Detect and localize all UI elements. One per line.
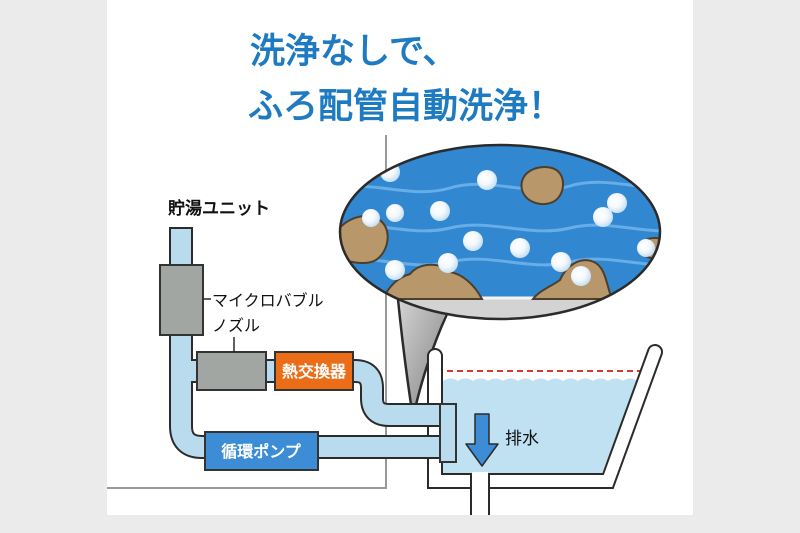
heat-exchanger-label: 熱交換器 [282, 362, 347, 381]
dirt-stain [381, 263, 484, 300]
down-arrow-icon [465, 413, 499, 467]
micro-bubble-icon [607, 193, 627, 213]
micro-bubble-icon [386, 204, 404, 222]
title-line-1: 洗浄なしで、 [250, 32, 458, 72]
micro-bubble-icon [551, 252, 571, 272]
pipes [169, 227, 446, 459]
nozzle-label-line-2: ノズル [212, 316, 260, 335]
circulation-pump-label: 循環ポンプ [221, 442, 302, 461]
micro-bubble-icon [571, 266, 591, 286]
circulation-pipe-upper [181, 361, 446, 425]
drain-label: 排水 [505, 429, 539, 449]
nozzle-label-line-1: マイクロバブル [212, 291, 324, 310]
micro-bubble-icon [430, 201, 450, 221]
drain-pipe [472, 472, 488, 515]
circulation-pump: 循環ポンプ [204, 431, 319, 471]
micro-bubble-icon [477, 170, 497, 190]
title-line-2: ふろ配管自動洗浄！ [248, 87, 563, 127]
water-wave [340, 223, 660, 233]
magnify-bubble-outline [338, 143, 662, 321]
heat-exchanger: 熱交換器 [274, 351, 354, 391]
micro-bubble-icon [637, 239, 655, 257]
micro-bubble-icon [362, 209, 380, 227]
circulation-pump-box [204, 431, 319, 471]
micro-bubble-icon [463, 231, 483, 251]
tail-fill [399, 290, 451, 418]
micro-bubble-icon [438, 253, 458, 273]
micro-bubbles [362, 162, 655, 286]
micro-bubble-icon [593, 207, 613, 227]
micro-bubble-nozzle [196, 351, 267, 391]
storage-unit-label: 貯湯ユニット [168, 198, 270, 219]
storage-unit-housing [159, 264, 204, 336]
tub-pipe-adapter [439, 403, 457, 463]
micro-bubble-icon [385, 260, 405, 280]
dirt-stain [340, 215, 389, 265]
heat-exchanger-box [274, 351, 354, 391]
dirt-stain [520, 166, 564, 206]
circulation-pipe-lower [171, 229, 446, 457]
pipe-interior-magnified [340, 145, 660, 319]
water-wave [340, 180, 660, 194]
micro-bubble-icon [510, 238, 530, 258]
